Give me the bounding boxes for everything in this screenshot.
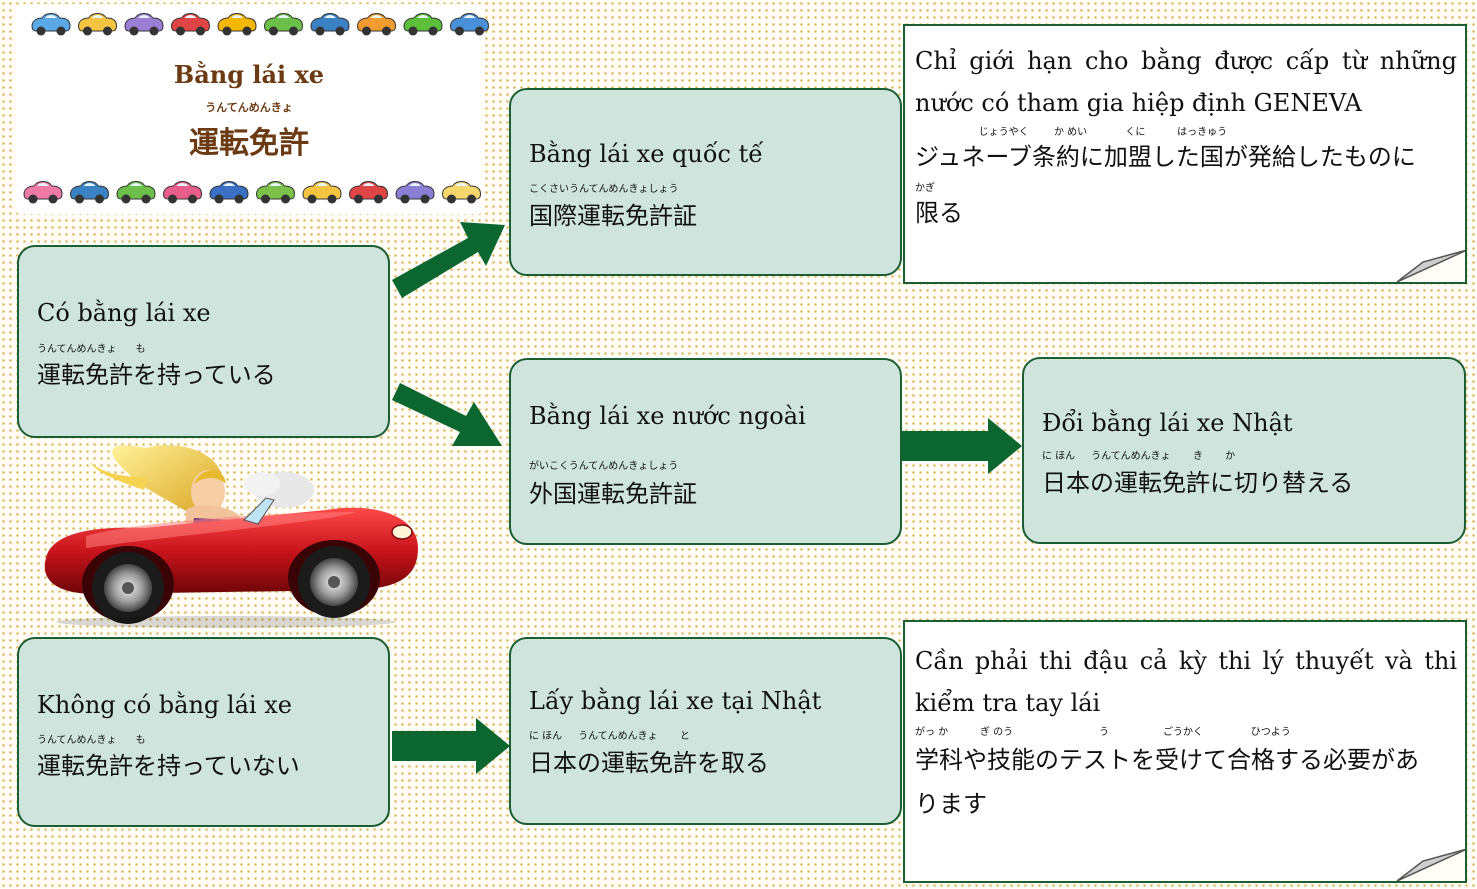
small-car-icon — [255, 181, 296, 204]
foreign-jp: 外国運転免許証 — [529, 480, 697, 508]
small-car-icon — [263, 13, 304, 36]
small-car-icon — [356, 13, 397, 36]
no-license-vn: Không có bằng lái xe — [37, 691, 292, 719]
note-exam-ruby-1: がっ か ぎ のう う ごうかく ひつよう — [915, 727, 1291, 738]
small-car-icon — [441, 181, 482, 204]
box-has-license: Có bằng lái xe うんてんめんきょ も 運転免許を持っている — [17, 245, 390, 438]
international-ruby: こくさいうんてんめんきょしょう — [529, 184, 679, 195]
foreign-ruby: がいこくうんてんめんきょしょう — [529, 461, 679, 472]
has-license-ruby: うんてんめんきょ も — [37, 344, 146, 355]
note-geneva-ruby-1: じょうやく か めい くに はっきゅう — [915, 127, 1228, 138]
note-geneva-vn: Chỉ giới hạn cho bằng được cấp từ những … — [915, 47, 1457, 117]
has-license-vn: Có bằng lái xe — [37, 299, 211, 327]
page-curl-icon — [1396, 847, 1465, 881]
has-license-jp: 運転免許を持っている — [37, 361, 276, 389]
small-car-icon — [449, 13, 490, 36]
small-car-icon — [217, 13, 257, 36]
title-ruby: うんてんめんきょ — [205, 101, 293, 114]
international-jp: 国際運転免許証 — [529, 202, 697, 230]
title-card: Bằng lái xe うんてんめんきょ 運転免許 — [16, 4, 490, 214]
box-convert-license: Đổi bằng lái xe Nhật に ほん うんてんめんきょ き か 日… — [1022, 357, 1466, 544]
car-row-top — [31, 13, 490, 36]
get-japan-jp: 日本の運転免許を取る — [529, 749, 769, 777]
small-car-icon — [69, 181, 110, 204]
small-car-icon — [170, 13, 211, 36]
get-japan-vn: Lấy bằng lái xe tại Nhật — [529, 687, 822, 715]
arrow-to-foreign — [392, 383, 502, 446]
small-car-icon — [31, 13, 71, 36]
note-exam-jp-1: 学科や技能のテストを受けて合格する必要があ — [915, 746, 1419, 774]
small-car-icon — [124, 13, 164, 36]
small-car-icon — [209, 181, 249, 204]
note-geneva-jp-2: 限る — [915, 199, 963, 227]
note-geneva-jp-1: ジュネーブ条約に加盟した国が発給したものに — [915, 143, 1416, 171]
small-car-icon — [162, 181, 203, 204]
convert-jp: 日本の運転免許に切り替える — [1042, 469, 1354, 497]
small-car-icon — [302, 181, 342, 204]
arrow-to-get-japan — [392, 718, 510, 774]
convertible-car-illustration — [44, 445, 419, 628]
box-get-japan-license: Lấy bằng lái xe tại Nhật に ほん うんてんめんきょ と… — [509, 637, 902, 825]
no-license-jp: 運転免許を持っていない — [37, 752, 300, 780]
note-exam-jp-2: ります — [915, 790, 987, 818]
small-car-icon — [23, 181, 63, 204]
small-car-icon — [310, 13, 350, 36]
small-car-icon — [348, 181, 389, 204]
box-international-license: Bằng lái xe quốc tế こくさいうんてんめんきょしょう 国際運転… — [509, 88, 902, 276]
title-vietnamese: Bằng lái xe — [173, 60, 325, 89]
small-car-icon — [116, 181, 156, 204]
car-row-bottom — [23, 181, 482, 204]
note-exam-vn: Cần phải thi đậu cả kỳ thi lý thuyết và … — [915, 647, 1457, 717]
convert-ruby: に ほん うんてんめんきょ き か — [1042, 451, 1236, 462]
note-exam: Cần phải thi đậu cả kỳ thi lý thuyết và … — [903, 620, 1467, 883]
small-car-icon — [77, 13, 118, 36]
foreign-vn: Bằng lái xe nước ngoài — [529, 402, 806, 430]
international-vn: Bằng lái xe quốc tế — [529, 140, 764, 168]
arrow-to-convert — [902, 418, 1022, 474]
small-car-icon — [395, 181, 435, 204]
get-japan-ruby: に ほん うんてんめんきょ と — [529, 731, 690, 742]
no-license-ruby: うんてんめんきょ も — [37, 735, 146, 746]
convert-vn: Đổi bằng lái xe Nhật — [1042, 409, 1293, 437]
page-curl-icon — [1396, 248, 1465, 282]
title-japanese: 運転免許 — [189, 126, 309, 161]
arrow-to-international — [392, 222, 505, 298]
note-geneva-ruby-2: かぎ — [915, 183, 935, 194]
box-no-license: Không có bằng lái xe うんてんめんきょ も 運転免許を持って… — [17, 637, 390, 827]
box-foreign-license: Bằng lái xe nước ngoài がいこくうんてんめんきょしょう 外… — [509, 358, 902, 545]
note-geneva: Chỉ giới hạn cho bằng được cấp từ những … — [903, 24, 1467, 284]
small-car-icon — [403, 13, 443, 36]
